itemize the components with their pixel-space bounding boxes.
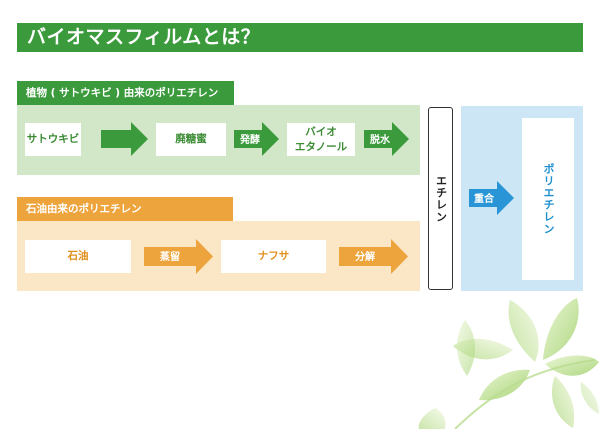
step-molasses: 廃糖蜜 (156, 123, 226, 156)
arrow-icon (101, 122, 148, 156)
arrow-label-cracking: 分解 (355, 252, 375, 263)
polyethylene-box: ポリエチレン (522, 118, 574, 280)
arrow-icon (234, 122, 279, 156)
arrow-icon (339, 239, 408, 274)
page-title: バイオマスフィルムとは？ (17, 23, 583, 52)
step-naphtha: ナフサ (221, 240, 326, 273)
step-sugarcane: サトウキビ (25, 123, 81, 156)
arrow-label-dehydration: 脱水 (370, 135, 390, 146)
ethylene-label: エチレン (434, 174, 448, 223)
step-bioethanol: バイオ エタノール (287, 123, 355, 156)
step-petroleum: 石油 (25, 240, 131, 273)
arrow-icon (364, 122, 409, 156)
ethylene-box: エチレン (428, 107, 453, 290)
petro-section-label: 石油由来のポリエチレン (17, 197, 233, 221)
arrow-label-polymerization: 重合 (474, 194, 494, 205)
polyethylene-label: ポリエチレン (542, 163, 555, 235)
arrow-label-distillation: 蒸留 (160, 252, 180, 263)
arrow-icon (469, 181, 514, 215)
arrow-label-fermentation: 発酵 (240, 135, 260, 146)
leaves-illustration (418, 298, 599, 429)
arrow-icon (144, 239, 213, 274)
bio-section-label: 植物 ( サトウキビ ) 由来のポリエチレン (17, 81, 234, 105)
